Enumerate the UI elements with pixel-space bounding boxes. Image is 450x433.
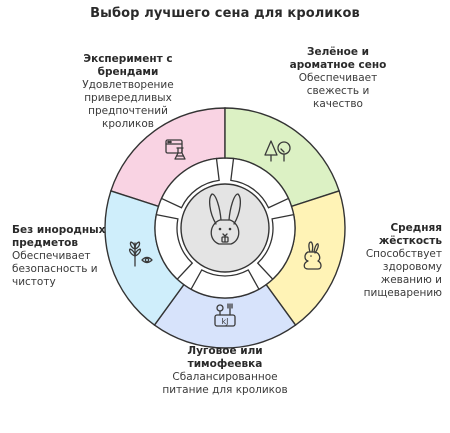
label-brand-experiment: Эксперимент с брендами Удовлетворение пр… (63, 53, 193, 131)
plant-eye-icon (129, 241, 153, 267)
segment-description: Обеспечивает безопасность и чистоту (12, 250, 98, 288)
segment-title: Средняя жёсткость (378, 222, 442, 247)
label-meadow-hay: Луговое или тимофеевка Сбалансированное … (160, 345, 290, 397)
segment-title: Без инородных предметов (12, 224, 106, 249)
segment-description: Сбалансированное питание для кроликов (162, 371, 288, 396)
svg-text:kJ: kJ (222, 317, 229, 326)
label-no-foreign-objects: Без инородных предметов Обеспечивает без… (12, 224, 116, 289)
inner-band-2 (230, 157, 290, 209)
segment-description: Обеспечивает свежесть и качество (298, 72, 378, 110)
trees-icon (264, 140, 291, 162)
center-circle (180, 183, 270, 273)
segment-title: Зелёное и ароматное сено (289, 46, 387, 71)
center-hub (154, 157, 296, 299)
flask-browser-icon (165, 139, 186, 160)
diagram-title: Выбор лучшего сена для кроликов (90, 6, 360, 21)
rabbit-head-icon (209, 193, 241, 245)
segment-title: Луговое или тимофеевка (187, 345, 263, 370)
segment-description: Удовлетворение привередливых предпочтени… (82, 79, 174, 130)
rabbit-icon (303, 241, 322, 270)
label-medium-stiffness: Средняя жёсткость Способствует здоровому… (345, 222, 442, 300)
ring-segments (104, 107, 346, 349)
label-green-hay: Зелёное и ароматное сено Обеспечивает св… (283, 46, 393, 111)
inner-band-5 (154, 213, 194, 281)
segment-description: Способствует здоровому жеванию и пищевар… (363, 248, 442, 299)
scale-kj-icon: kJ (214, 303, 236, 327)
segment-title: Эксперимент с брендами (83, 53, 173, 78)
inner-band-3 (256, 213, 296, 281)
inner-band-1 (160, 157, 220, 209)
inner-band-4 (190, 269, 260, 299)
